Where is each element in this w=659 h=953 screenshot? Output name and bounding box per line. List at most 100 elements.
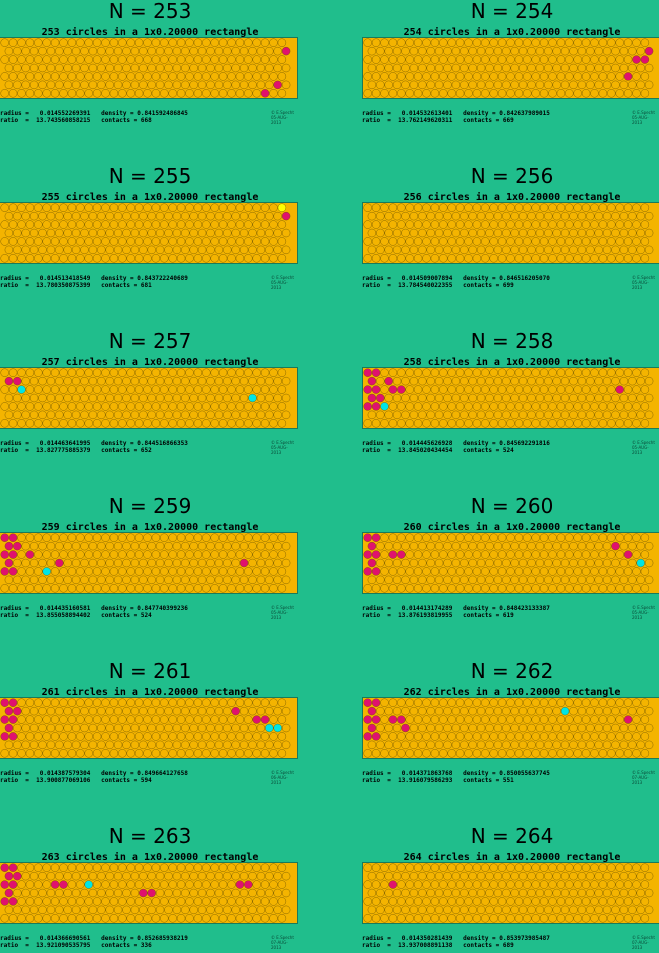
circle-mark xyxy=(185,732,194,741)
circle-mark xyxy=(122,723,131,733)
circle-mark xyxy=(451,228,461,238)
circle-mark xyxy=(468,410,477,420)
circle-mark xyxy=(472,715,482,724)
circle-mark xyxy=(409,245,419,255)
circle-mark xyxy=(523,863,532,872)
circle-mark xyxy=(281,740,291,750)
circle-mark xyxy=(481,914,490,923)
circle-mark xyxy=(17,567,26,576)
circle-mark xyxy=(202,698,211,707)
circle-mark xyxy=(126,385,135,394)
circle-mark xyxy=(122,80,131,90)
circle-mark xyxy=(273,706,282,716)
circle-mark xyxy=(539,914,549,923)
circle-mark xyxy=(252,72,261,81)
circle-mark xyxy=(514,72,524,81)
circle-mark xyxy=(59,880,68,889)
circle-mark xyxy=(17,385,26,394)
circle-mark xyxy=(63,723,72,733)
circle-mark xyxy=(273,888,282,898)
circle-mark xyxy=(636,575,645,585)
circle-mark xyxy=(531,38,540,47)
circle-mark xyxy=(206,410,215,420)
circle-mark xyxy=(619,228,629,238)
circle-mark xyxy=(556,914,566,923)
circle-mark xyxy=(176,698,186,707)
circle-mark xyxy=(590,237,599,246)
circle-mark xyxy=(581,698,591,707)
circle-mark xyxy=(252,89,261,98)
circle-mark xyxy=(244,89,253,98)
circle-mark xyxy=(506,732,515,741)
circle-mark xyxy=(151,533,161,542)
circle-mark xyxy=(193,914,203,923)
circle-mark xyxy=(269,732,278,741)
circle-mark xyxy=(25,55,35,64)
circle-mark xyxy=(577,393,587,403)
circle-mark xyxy=(118,732,127,741)
circle-mark xyxy=(552,541,561,551)
circle-mark xyxy=(451,80,461,90)
circle-mark xyxy=(539,254,549,263)
circle-mark xyxy=(260,254,270,263)
circle-mark xyxy=(13,245,22,255)
circle-mark xyxy=(130,376,140,386)
circle-mark xyxy=(371,55,381,64)
circle-mark xyxy=(143,402,152,411)
circle-mark xyxy=(527,723,536,733)
circle-mark xyxy=(397,220,406,229)
circle-mark xyxy=(13,80,22,90)
circle-mark xyxy=(105,888,114,898)
circle-mark xyxy=(143,72,152,81)
circle-mark xyxy=(636,740,645,750)
circle-mark xyxy=(455,914,465,923)
circle-mark xyxy=(535,80,545,90)
circle-mark xyxy=(227,880,236,889)
circle-mark xyxy=(611,245,620,255)
circle-mark xyxy=(514,419,524,428)
circle-mark xyxy=(55,723,64,733)
circle-mark xyxy=(92,385,102,394)
circle-mark xyxy=(628,245,637,255)
circle-mark xyxy=(55,46,64,56)
circle-mark xyxy=(468,376,477,386)
circle-mark xyxy=(38,211,47,221)
circle-mark xyxy=(598,402,608,411)
circle-mark xyxy=(426,46,435,56)
circle-mark xyxy=(548,55,557,64)
circle-mark xyxy=(506,55,515,64)
circle-mark xyxy=(573,419,582,428)
circle-mark xyxy=(363,897,372,906)
circle-mark xyxy=(489,584,498,593)
circle-mark xyxy=(42,254,51,263)
circle-mark xyxy=(497,567,507,576)
circle-mark xyxy=(531,419,540,428)
circle-mark xyxy=(101,237,110,246)
circle-mark xyxy=(367,888,377,898)
circle-mark xyxy=(376,228,385,238)
circle-mark xyxy=(514,254,524,263)
circle-mark xyxy=(101,368,110,377)
circle-mark xyxy=(439,38,448,47)
circle-mark xyxy=(623,220,633,229)
circle-mark xyxy=(523,72,532,81)
circle-mark xyxy=(455,880,465,889)
circle-mark xyxy=(548,584,557,593)
circle-mark xyxy=(126,584,135,593)
circle-mark xyxy=(235,550,245,559)
circle-mark xyxy=(602,211,612,221)
circle-mark xyxy=(147,905,156,915)
circle-mark xyxy=(223,80,232,90)
circle-mark xyxy=(607,863,616,872)
circle-mark xyxy=(151,698,161,707)
circle-mark xyxy=(602,63,612,73)
circle-mark xyxy=(197,80,207,90)
circle-mark xyxy=(632,567,641,576)
circle-mark xyxy=(46,558,56,568)
circle-mark xyxy=(206,80,215,90)
circle-mark xyxy=(586,888,595,898)
circle-mark xyxy=(481,72,490,81)
circle-mark xyxy=(67,368,77,377)
circle-mark xyxy=(29,558,39,568)
circle-mark xyxy=(235,419,245,428)
